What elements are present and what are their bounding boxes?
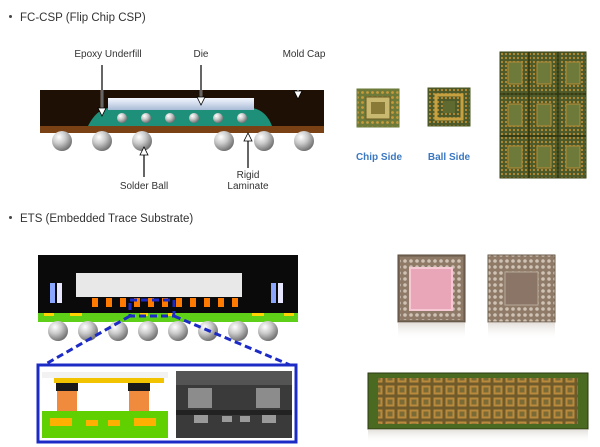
ets-traces: [44, 313, 294, 316]
zoom-schematic: [42, 372, 168, 438]
die: [108, 98, 254, 110]
ets-solder-balls: [48, 321, 278, 341]
bump-row: [117, 113, 247, 123]
section-title: ETS (Embedded Trace Substrate): [20, 213, 194, 225]
fccsp-cross-section: [40, 65, 324, 177]
section-heading-fccsp: FC-CSP (Flip Chip CSP): [9, 12, 146, 24]
section-title: FC-CSP (Flip Chip CSP): [20, 12, 146, 24]
bullet-icon: [9, 15, 12, 19]
label-rigid-laminate: Rigid Laminate: [222, 170, 274, 192]
rigid-laminate: [40, 126, 324, 133]
callout-arrows: [97, 65, 303, 177]
label-rigid-line1: Rigid: [236, 170, 260, 181]
label-epoxy-underfill: Epoxy Underfill: [74, 49, 142, 60]
caption-ball-side: Ball Side: [427, 152, 471, 163]
panel-photo: [499, 51, 587, 179]
ets-bumps: [92, 298, 238, 307]
ets-ball-side-photo: [487, 254, 556, 340]
solder-balls: [52, 131, 314, 151]
label-mold-cap: Mold Cap: [282, 49, 326, 60]
zoom-guide-lines: [43, 298, 291, 367]
ets-side-posts: [50, 283, 283, 303]
label-die: Die: [193, 49, 209, 60]
section-heading-ets: ETS (Embedded Trace Substrate): [9, 213, 193, 225]
ets-cross-section: [38, 255, 298, 367]
ets-chip-side-photo: [397, 254, 466, 340]
epoxy-underfill: [88, 108, 272, 126]
caption-chip-side: Chip Side: [355, 152, 403, 163]
ets-zoom-inset: [36, 363, 298, 444]
ball-side-photo: [427, 87, 471, 127]
chip-side-photo: [356, 88, 400, 128]
zoom-sem-image: [176, 371, 292, 438]
bullet-icon: [9, 216, 12, 220]
label-rigid-line2: Laminate: [227, 181, 269, 192]
ets-strip-photo: [367, 372, 589, 443]
ets-die: [76, 273, 242, 297]
label-solder-ball: Solder Ball: [119, 181, 169, 192]
